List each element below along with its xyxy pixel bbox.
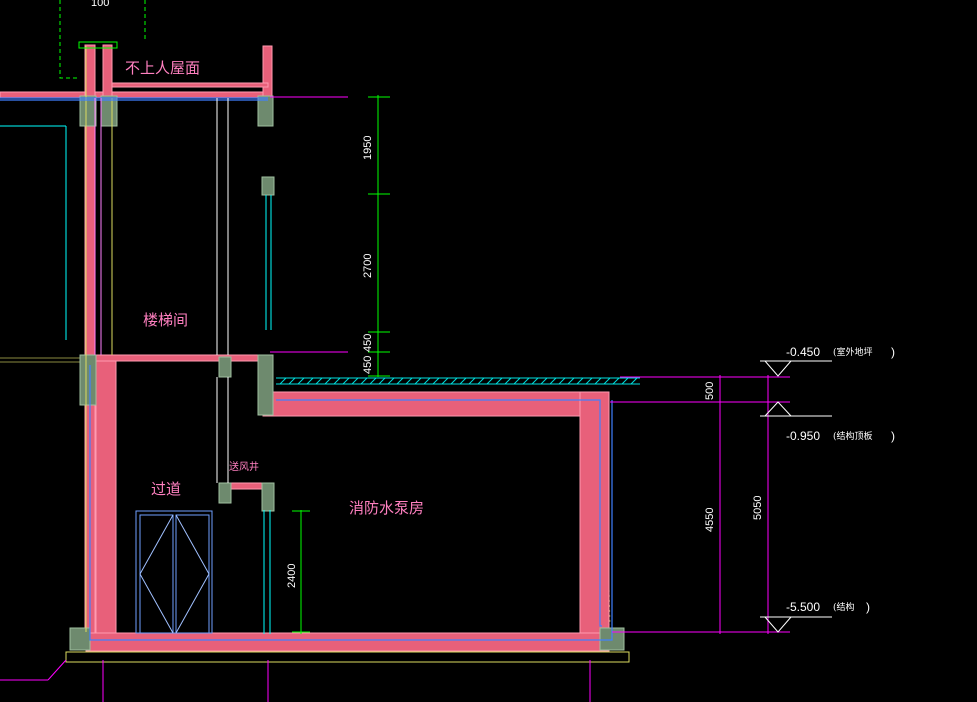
roof-insulation-hatch	[276, 377, 640, 385]
elevation-markers	[760, 360, 832, 633]
hatch-mark	[306, 377, 314, 385]
hatch-mark	[432, 377, 440, 385]
hatch-mark	[369, 377, 377, 385]
hatch-mark	[549, 377, 557, 385]
concrete-stubs	[69, 95, 625, 651]
white-lines	[94, 98, 229, 483]
hatch-mark	[513, 377, 521, 385]
thin-lines	[0, 125, 272, 634]
hatch-mark	[558, 377, 566, 385]
hatch-mark	[576, 377, 584, 385]
dimension-2400	[292, 510, 310, 634]
base-slab	[85, 632, 610, 652]
elevation-slab-value: -0.950	[786, 429, 820, 443]
pump-room-right-wall	[579, 391, 610, 637]
hatch-mark	[477, 377, 485, 385]
hatch-mark	[315, 377, 323, 385]
foundation-outline	[65, 46, 630, 663]
elevation-bottom-value: -5.500	[786, 600, 820, 614]
top-dimension-text: 100	[91, 0, 109, 9]
hatch-mark	[486, 377, 494, 385]
double-door	[135, 510, 213, 634]
hatch-mark	[333, 377, 341, 385]
hatch-mark	[396, 377, 404, 385]
hatch-mark	[441, 377, 449, 385]
elevation-outdoor-close: )	[891, 345, 895, 359]
elevation-slab-close: )	[891, 429, 895, 443]
roof-label: 不上人屋面	[125, 59, 200, 77]
hatch-mark	[342, 377, 350, 385]
hatch-mark	[279, 377, 287, 385]
hatch-mark	[423, 377, 431, 385]
dimension-450-b: 450	[362, 356, 374, 374]
elevation-slab-note: (结构顶板	[833, 430, 873, 442]
dimension-4550: 4550	[704, 508, 716, 532]
hatch-mark	[297, 377, 305, 385]
hatch-mark	[324, 377, 332, 385]
hatch-mark	[459, 377, 467, 385]
hatch-mark	[630, 377, 638, 385]
elevation-bottom-note: (结构	[833, 601, 855, 613]
dimension-2400: 2400	[286, 564, 298, 588]
hatch-mark	[288, 377, 296, 385]
roof-slab	[0, 91, 269, 99]
hatch-mark	[450, 377, 458, 385]
hatch-marks	[279, 377, 638, 385]
dimension-5050: 5050	[752, 496, 764, 520]
corridor-wall	[95, 360, 117, 634]
hatch-mark	[405, 377, 413, 385]
hatch-mark	[585, 377, 593, 385]
hatch-mark	[495, 377, 503, 385]
hatch-mark	[414, 377, 422, 385]
waterproofing	[0, 97, 613, 641]
elevation-bottom-close: )	[866, 600, 870, 614]
roof-parapet	[262, 45, 273, 99]
elevation-outdoor-value: -0.450	[786, 345, 820, 359]
hatch-mark	[468, 377, 476, 385]
hatch-mark	[504, 377, 512, 385]
hatch-mark	[612, 377, 620, 385]
hatch-mark	[540, 377, 548, 385]
hatch-mark	[567, 377, 575, 385]
elevation-outdoor-note: (室外地坪	[833, 346, 873, 358]
dimension-chain-left	[368, 95, 390, 377]
hatch-mark	[594, 377, 602, 385]
stair-floor-slab	[94, 354, 266, 362]
air-shaft-label: 送风井	[229, 460, 259, 473]
structural-walls	[0, 44, 610, 652]
dimension-chain-right	[714, 375, 774, 634]
roof-guide	[59, 0, 146, 79]
dimension-2700: 2700	[362, 254, 374, 278]
hatch-mark	[387, 377, 395, 385]
pump-room-label: 消防水泵房	[349, 499, 424, 517]
ground-slab-top	[262, 391, 610, 417]
roof-top-band	[109, 82, 269, 88]
dimension-450: 450	[362, 334, 374, 352]
reference-lines	[0, 96, 790, 702]
hatch-mark	[621, 377, 629, 385]
dimension-1950: 1950	[362, 136, 374, 160]
corridor-label: 过道	[151, 480, 181, 498]
hatch-mark	[378, 377, 386, 385]
stairwell-label: 楼梯间	[143, 311, 188, 329]
hatch-mark	[351, 377, 359, 385]
dimension-500: 500	[704, 382, 716, 400]
hatch-mark	[522, 377, 530, 385]
hatch-mark	[360, 377, 368, 385]
hatch-mark	[603, 377, 611, 385]
hatch-mark	[531, 377, 539, 385]
